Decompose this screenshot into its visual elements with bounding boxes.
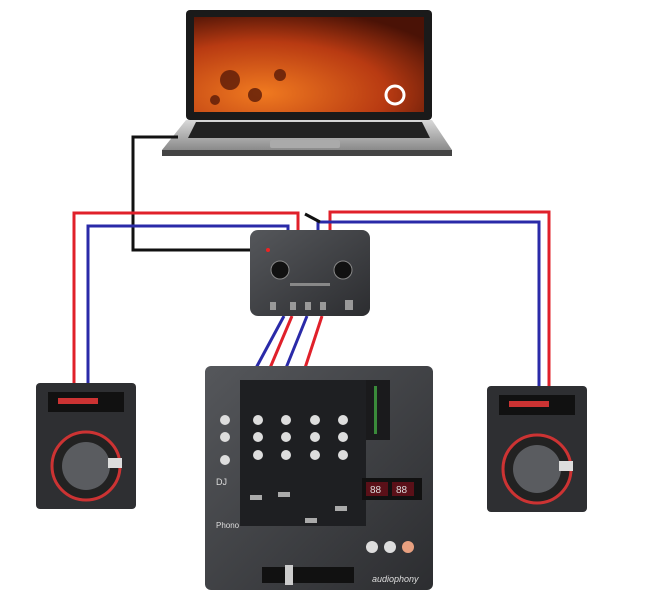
display-left: 88: [370, 485, 382, 496]
laptop-screen: [194, 17, 424, 112]
interface-knob-right: [333, 260, 353, 280]
compaq-logo: [384, 84, 406, 106]
left-red-cable: [72, 211, 300, 388]
usb-cable: [131, 135, 256, 252]
dj-mixer: 88 88 DJ Phono audiophony: [205, 366, 433, 590]
right-blue-cable: [316, 220, 541, 392]
mixer-red-cable-1: [268, 315, 294, 369]
laptop: [162, 10, 452, 156]
interface-knob-left: [270, 260, 290, 280]
phono-label: Phono: [216, 521, 240, 530]
dj-label: DJ: [216, 477, 227, 487]
brand-label: audiophony: [372, 574, 419, 584]
mixer-red-cable-2: [303, 315, 324, 369]
mixer-blue-cable-2: [284, 315, 309, 369]
mixer-blue-cable-1: [254, 315, 286, 369]
black-cable-top: [304, 212, 321, 224]
crossfader: [285, 565, 293, 585]
right-cd-player: [487, 386, 587, 512]
touchpad: [270, 140, 340, 148]
display-right: 88: [396, 485, 408, 496]
audio-interface: [250, 230, 370, 316]
left-cd-player: [36, 383, 136, 509]
cables: [72, 135, 551, 392]
